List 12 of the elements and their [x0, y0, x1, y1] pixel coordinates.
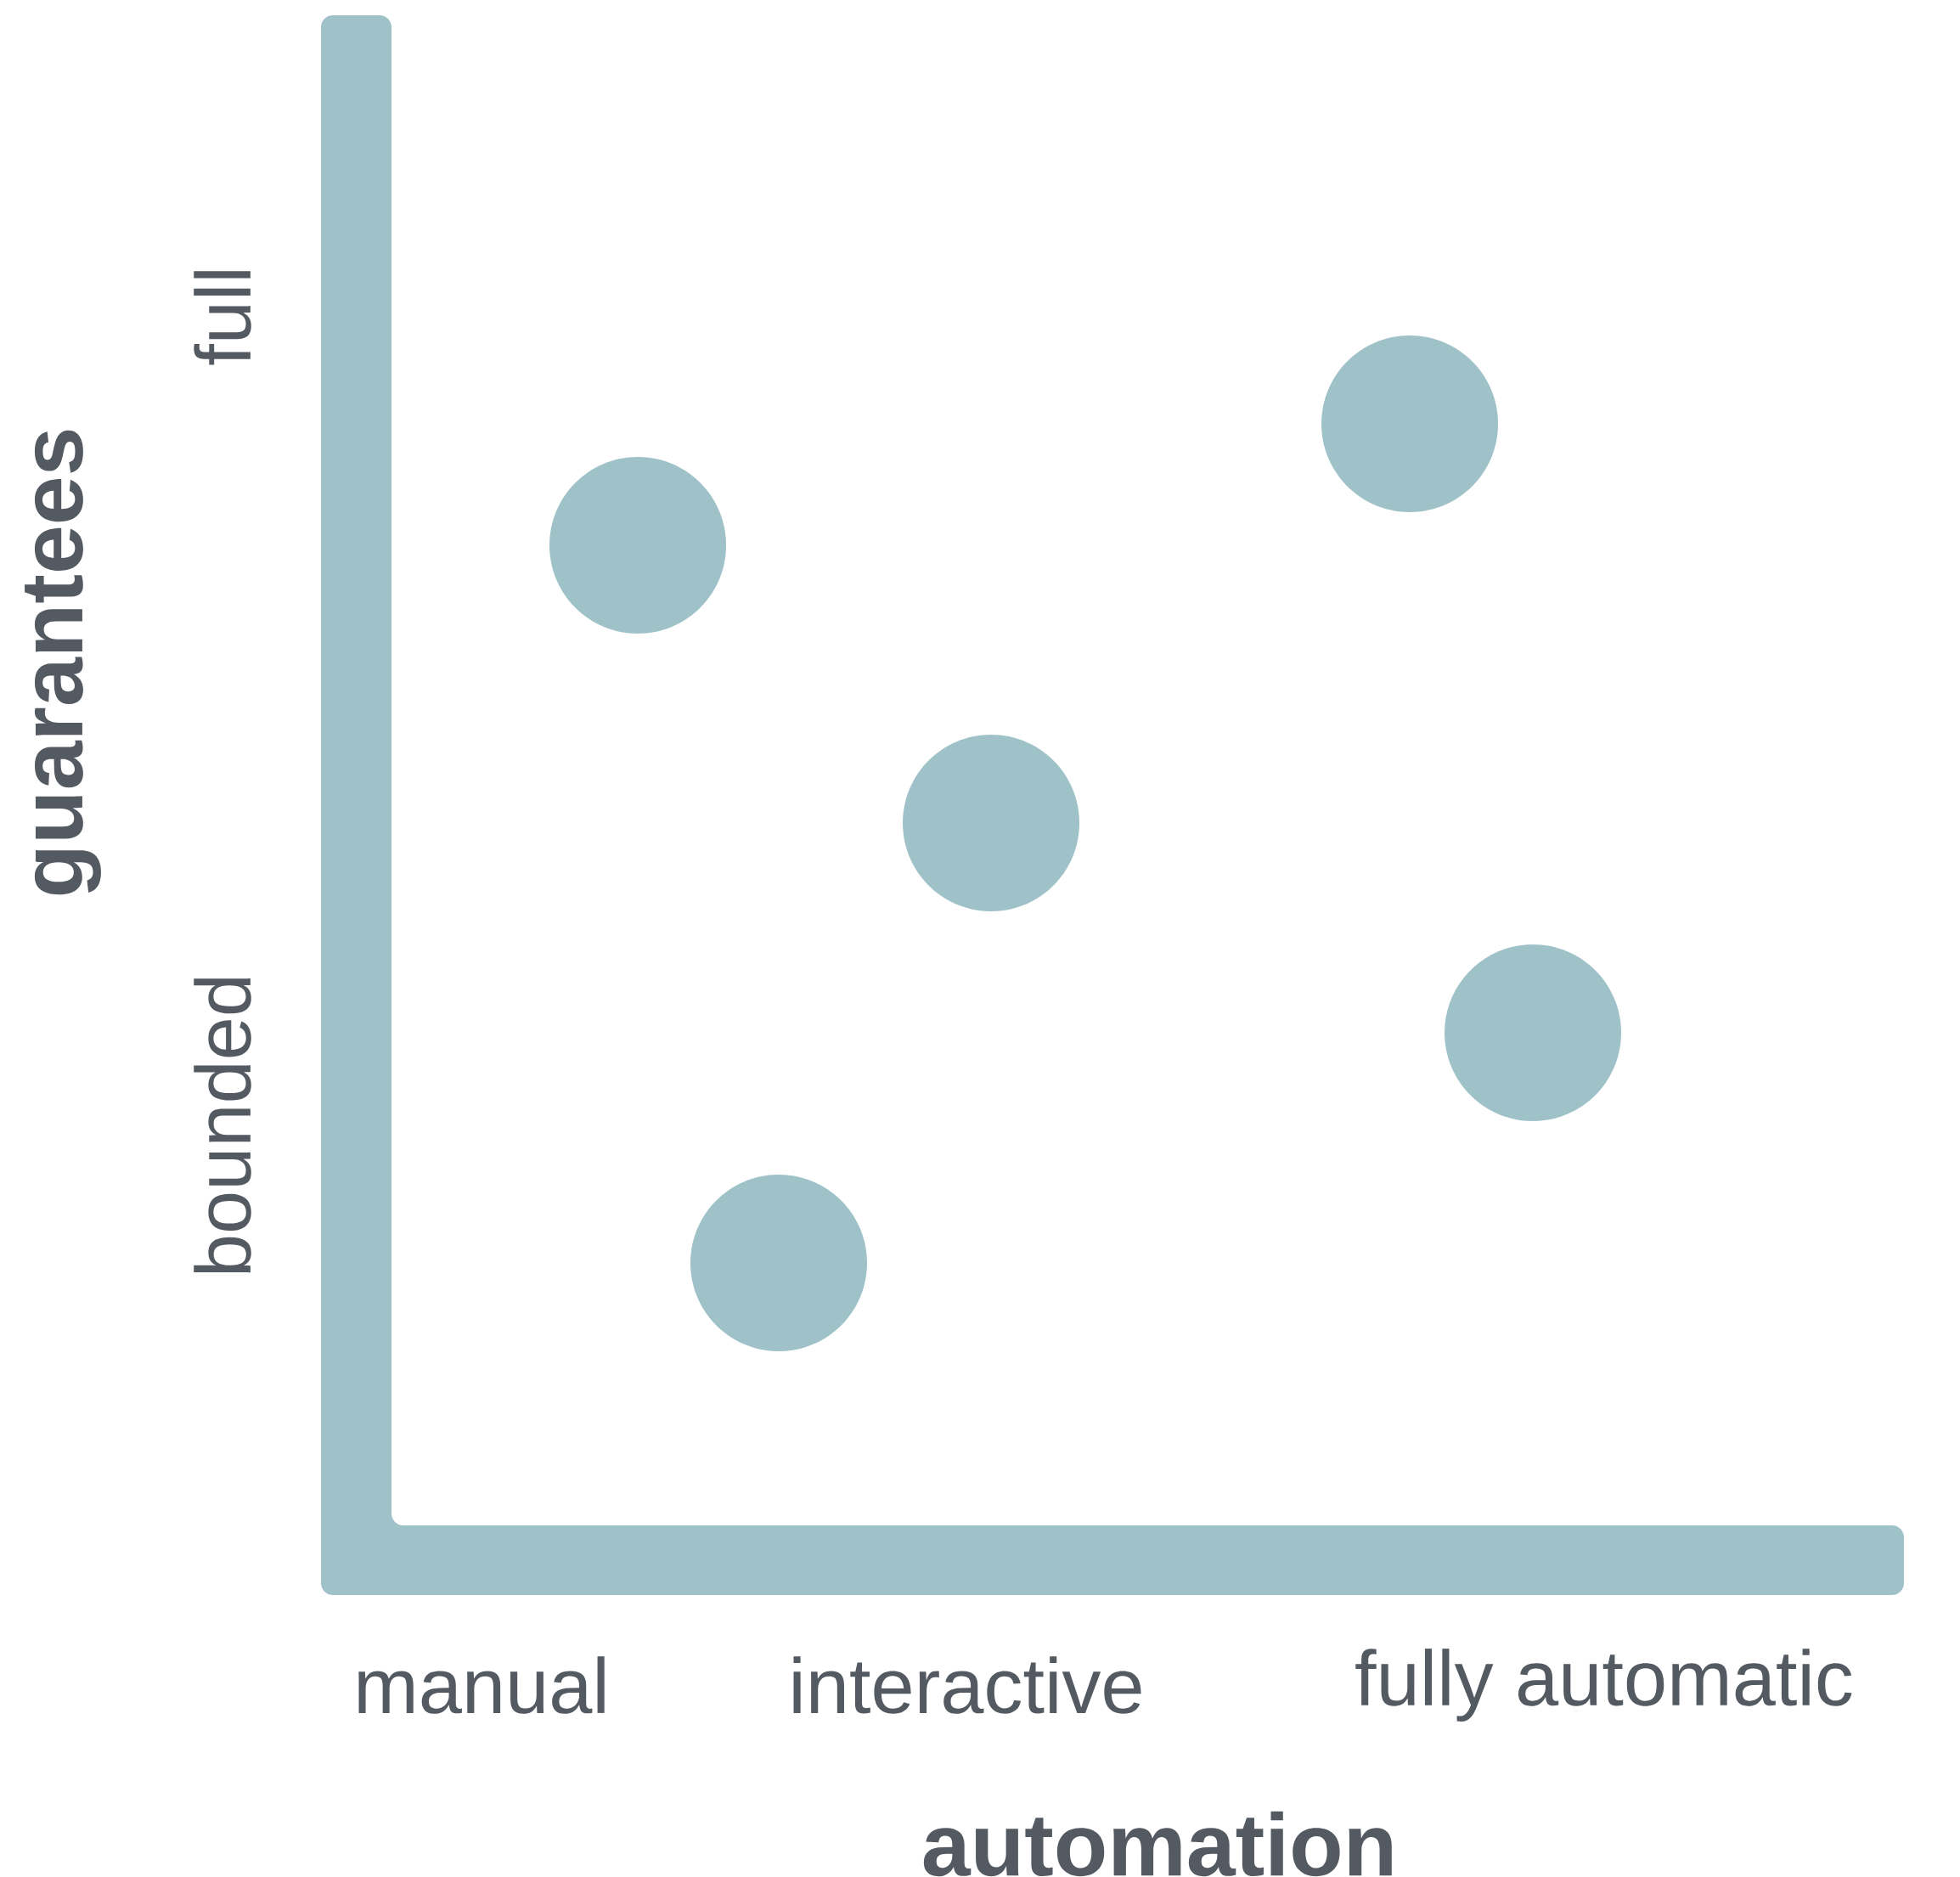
axis-label: fully automatic: [1355, 1649, 1852, 1722]
axis-title: guarantees: [25, 430, 101, 895]
circle: [1321, 335, 1498, 512]
circle: [549, 457, 726, 634]
axis-label: full: [194, 271, 251, 365]
axis-title: automation: [923, 1811, 1392, 1877]
circle: [690, 1175, 867, 1351]
axis-label: manual: [358, 1656, 605, 1714]
axis-label: interactive: [793, 1656, 1141, 1714]
axis-label: bounded: [194, 978, 251, 1273]
circle: [903, 735, 1079, 911]
circle: [1445, 944, 1621, 1121]
